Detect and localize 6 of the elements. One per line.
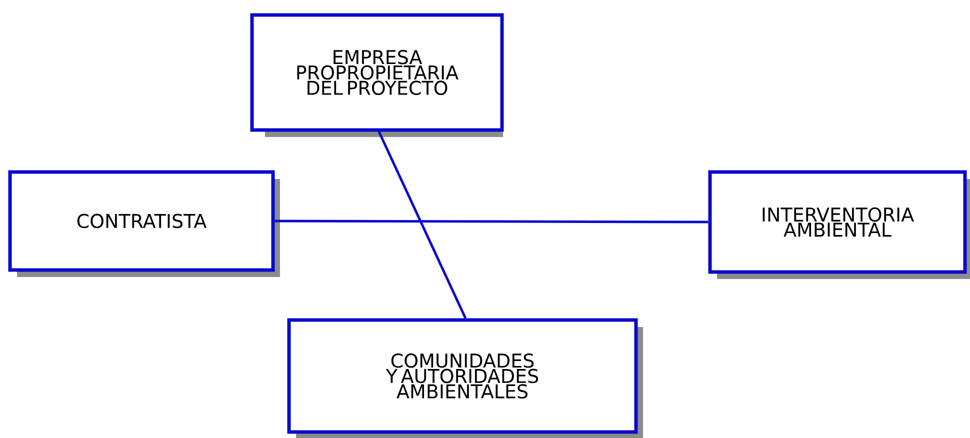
process-box: EMPRESA PROPROPIETARIA DEL PROYECTO [250,13,504,137]
process-box: COMUNIDADES Y AUTORIDADES AMBIENTALES [287,318,643,438]
process-box: INTERVENTORIA AMBIENTAL [708,170,970,279]
connector-line [378,131,467,319]
process-box: CONTRATISTA [8,170,280,277]
connector-line [274,220,708,224]
